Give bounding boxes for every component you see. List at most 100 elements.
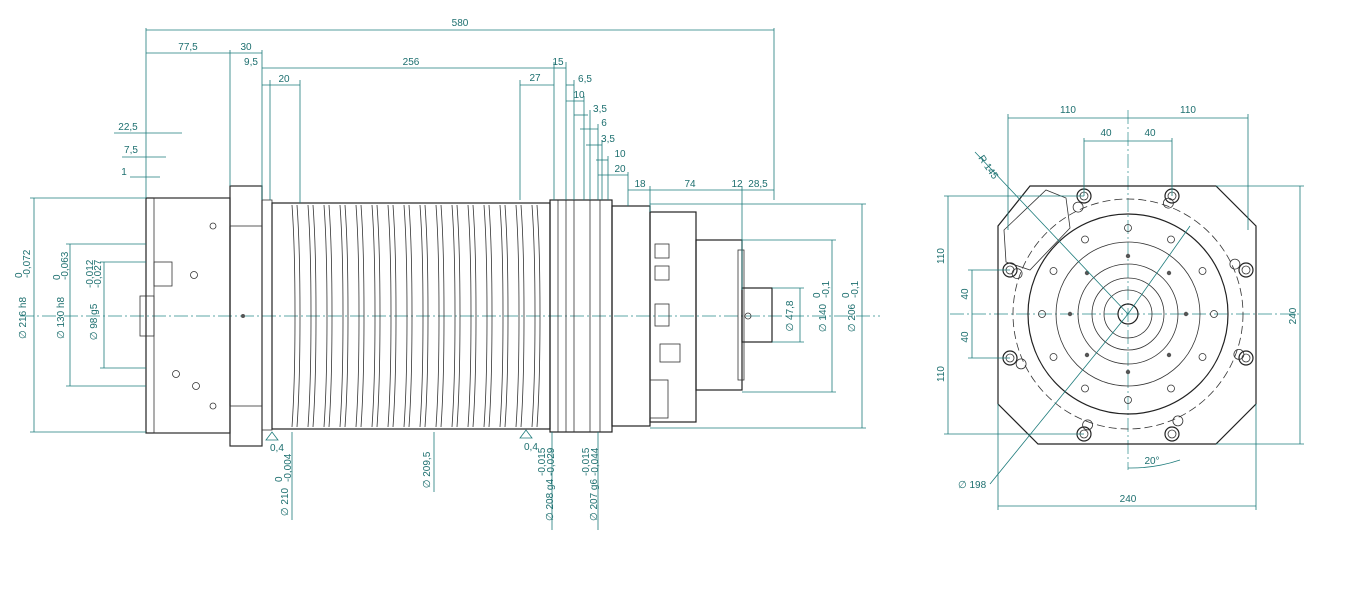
outer-ring-hole (1229, 258, 1241, 270)
surface-mark-2: 0,4 (524, 442, 538, 453)
dim-top-8: 6,5 (578, 74, 592, 85)
front-dimension-lines (944, 114, 1304, 510)
surface-mark-1: 0,4 (270, 443, 284, 454)
dim-left-98: ∅ 98 g5 -0,012 -0,027 (85, 259, 104, 340)
cooling-fin (403, 204, 408, 428)
angle-leader (1127, 225, 1191, 315)
shaft-bore (1117, 303, 1139, 325)
outer-ring-hole (1072, 201, 1084, 213)
cooling-fin-edge (360, 204, 365, 428)
dim-right-478: ∅ 47,8 (785, 300, 796, 331)
connector-1 (654, 243, 670, 259)
dim-front-right-240: 240 (1288, 307, 1299, 324)
dim-left-216-tol-lower: -0,072 (22, 249, 33, 278)
cooling-fins (291, 204, 541, 428)
dim-left-130-label: ∅ 130 h8 (56, 297, 67, 340)
ring-3 (1077, 263, 1179, 365)
dim-top-18: 28,5 (748, 179, 768, 190)
flange-hole-4 (209, 222, 217, 230)
dim-top-7: 15 (552, 57, 564, 68)
corner-bolt-hole-inner (1167, 429, 1177, 439)
dim-front-left-110-bottom-label: 110 (936, 366, 947, 382)
cooling-fin-edge (376, 204, 381, 428)
inner-ring-dot (1084, 270, 1090, 276)
cooling-fin (531, 204, 536, 428)
cooling-fin-edge (536, 204, 541, 428)
ring-bolt-hole (1081, 384, 1089, 393)
dim-left-98-tol-lower: -0,027 (93, 259, 104, 288)
encoder-screw (744, 312, 752, 320)
clamp-ring-block-bottom (229, 405, 263, 447)
dim-bottom-210-tol-lower: -0,004 (283, 453, 294, 482)
encoder-cap (741, 287, 773, 343)
ring-5 (1103, 289, 1153, 339)
dim-right-140: ∅ 140 0 -0,1 (812, 280, 832, 332)
dim-front-left-40-top: 40 (960, 288, 971, 300)
dim-top-9: 10 (573, 90, 585, 101)
dim-overall: 580 (452, 18, 469, 29)
corner-bolt-hole (1238, 262, 1254, 278)
dim-flange-1: 22,5 (118, 122, 138, 133)
dim-right-140-tol-upper: 0 (812, 292, 823, 298)
ring-bolt-hole (1198, 353, 1207, 361)
dim-top-6: 27 (529, 73, 541, 84)
cooling-fin (467, 204, 472, 428)
cooling-fin (355, 204, 360, 428)
dim-bottom-2095: ∅ 209,5 (422, 451, 433, 488)
encoder-housing (695, 239, 743, 391)
ring-bolt-hole (1124, 396, 1132, 404)
cooling-fin-edge (392, 204, 397, 428)
flange-plate (145, 197, 231, 434)
cooling-fin (387, 204, 392, 428)
connector-2 (654, 265, 670, 281)
dim-bottom-210-label: ∅ 210 (280, 487, 291, 516)
dim-flange-2: 7,5 (124, 145, 138, 156)
cooling-fin (419, 204, 424, 428)
dim-bottom-208-tol-upper: -0,015 (537, 447, 548, 476)
spigot (139, 295, 155, 337)
connector-3 (654, 303, 670, 327)
dim-left-130: ∅ 130 h8 0 -0,063 (52, 251, 71, 339)
dim-left-130-tol-upper: 0 (52, 274, 63, 280)
cooling-fin-edge (344, 204, 349, 428)
dim-left-98-label: ∅ 98 g5 (89, 303, 100, 340)
side-view: 580 77,5 30 9,5 256 20 27 15 6,5 10 3,5 … (14, 18, 880, 530)
dim-front-left-40-bottom: 40 (960, 331, 971, 343)
connector-4 (659, 343, 681, 363)
dim-left-216: ∅ 216 h8 0 -0,072 (14, 249, 33, 339)
cooling-fin (291, 204, 296, 428)
dim-bottom-207-label: ∅ 207 g6 (589, 479, 600, 522)
dim-right-140-label: ∅ 140 (818, 303, 829, 332)
outer-ring-hole (1011, 268, 1023, 280)
corner-bolt-hole (1164, 426, 1180, 442)
cooling-fin (307, 204, 312, 428)
dim-bottom-208: ∅ 208 g4 -0,015 -0,029 (537, 447, 557, 521)
cooling-fin-edge (328, 204, 333, 428)
ring-bolt-hole (1038, 310, 1046, 318)
clamp-ring-block-top (229, 185, 263, 227)
flange-step (153, 197, 231, 434)
dim-front-top-40-right: 40 (1144, 128, 1156, 139)
front-view: 110 110 40 40 R 145 110 40 40 110 240 24… (936, 105, 1304, 510)
dim-top-15: 18 (634, 179, 646, 190)
outer-ring-hole (1015, 358, 1027, 370)
dim-bottom-207-tol-upper: -0,015 (581, 447, 592, 476)
dim-front-left-40-bottom-label: 40 (960, 331, 971, 343)
outer-ring (1012, 198, 1244, 430)
cooling-fin (435, 204, 440, 428)
flange-hole-5 (209, 402, 217, 410)
dim-top-1: 77,5 (178, 42, 198, 53)
cooling-fin-edge (488, 204, 493, 428)
surface-symbol-2 (519, 429, 533, 439)
outer-ring-hole (1082, 419, 1093, 431)
cooling-fin-edge (312, 204, 317, 428)
dim-bottom-210-tol-upper: 0 (274, 476, 285, 482)
dim-bottom-2095-label: ∅ 209,5 (422, 451, 433, 488)
ring-bolt-hole (1081, 235, 1089, 244)
connector-block (649, 211, 697, 423)
dim-right-478-label: ∅ 47,8 (785, 300, 796, 331)
dim-left-216-tol-upper: 0 (14, 272, 25, 278)
ring-4 (1091, 277, 1165, 351)
dim-right-206-tol-lower: -0,1 (850, 280, 861, 298)
